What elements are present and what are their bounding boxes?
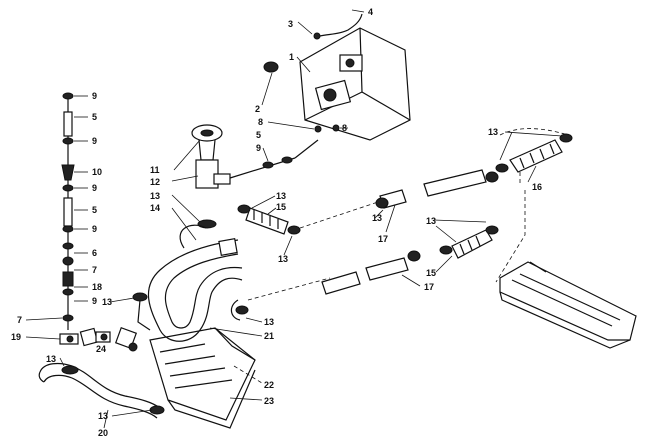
callout: 13 [102, 297, 112, 307]
lower-hose-assembly [38, 326, 165, 429]
callout: 8 [342, 123, 347, 133]
callout: 13 [488, 127, 498, 137]
lower-pipe [321, 219, 499, 295]
heat-exchanger [149, 327, 263, 429]
callout-labels: 9 5 9 10 9 5 9 6 7 18 9 7 19 24 13 20 13… [11, 7, 542, 438]
callout: 5 [256, 130, 261, 140]
callout: 12 [150, 177, 160, 187]
callout: 8 [258, 117, 263, 127]
callout: 21 [264, 331, 274, 341]
callout: 9 [92, 136, 97, 146]
callout: 13 [426, 216, 436, 226]
engine-head [261, 9, 411, 141]
callout: 13 [276, 191, 286, 201]
left-leader-lines [25, 95, 88, 340]
callout: 5 [92, 205, 97, 215]
callout: 11 [150, 165, 160, 175]
callout: 17 [424, 282, 434, 292]
callout: 13 [150, 191, 160, 201]
callout: 9 [92, 224, 97, 234]
callout: 24 [96, 344, 106, 354]
callout: 18 [92, 282, 102, 292]
top-right-hose [495, 131, 573, 183]
callout: 15 [426, 268, 436, 278]
fitting-block [171, 124, 319, 241]
callout: 13 [372, 213, 382, 223]
routing-lines [247, 128, 569, 301]
callout: 19 [11, 332, 21, 342]
upper-pipe [374, 169, 499, 233]
callout: 13 [46, 354, 56, 364]
callout: 13 [98, 411, 108, 421]
callout: 9 [92, 183, 97, 193]
callout: 13 [278, 254, 288, 264]
callout: 20 [98, 428, 108, 438]
callout: 7 [17, 315, 22, 325]
callout: 1 [289, 52, 294, 62]
callout: 2 [255, 104, 260, 114]
callout: 9 [92, 296, 97, 306]
cooler-plate [499, 261, 637, 349]
callout: 16 [532, 182, 542, 192]
callout: 7 [92, 265, 97, 275]
callout: 9 [256, 143, 261, 153]
callout: 22 [264, 380, 274, 390]
callout: 15 [276, 202, 286, 212]
callout: 5 [92, 112, 97, 122]
callout: 4 [368, 7, 373, 17]
callout: 17 [378, 234, 388, 244]
callout: 3 [288, 19, 293, 29]
callout: 23 [264, 396, 274, 406]
bleed-line-assembly [59, 92, 79, 345]
callout: 6 [92, 248, 97, 258]
callout: 14 [150, 203, 160, 213]
callout: 13 [264, 317, 274, 327]
callout: 10 [92, 167, 102, 177]
main-coolant-hose [109, 224, 263, 342]
callout: 9 [92, 91, 97, 101]
upper-short-hose [237, 195, 301, 256]
